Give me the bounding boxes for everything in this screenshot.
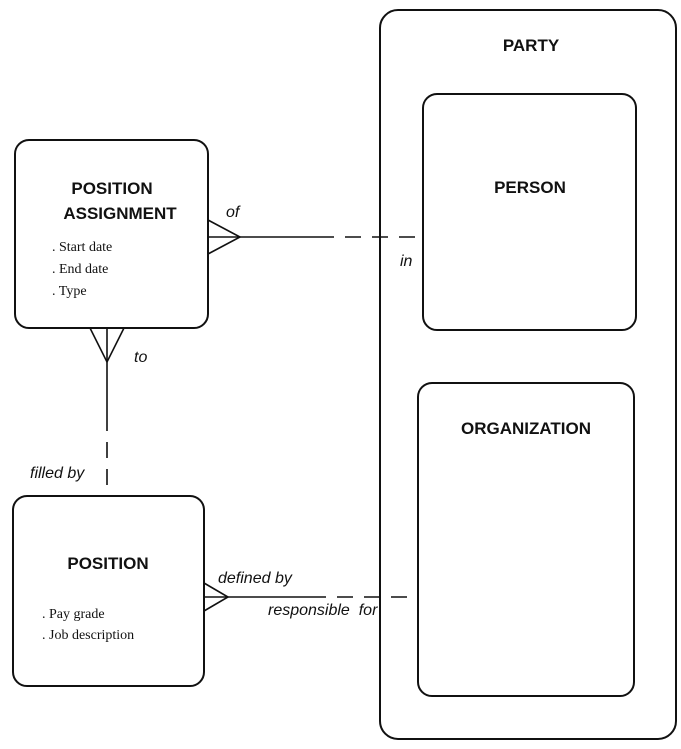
person-entity: PERSON (422, 93, 637, 331)
relationship-label-in: in (400, 253, 413, 270)
relationship-assignment-person: of in (207, 204, 423, 270)
relationship-label-of: of (226, 204, 241, 221)
relationship-label-to: to (134, 349, 147, 366)
relationship-label-filled-by: filled by (30, 465, 85, 482)
position-attribute: . Job description (42, 628, 134, 643)
position-assignment-title-line2: ASSIGNMENT (63, 204, 177, 223)
position-title: POSITION (67, 554, 148, 573)
position-attribute: . Pay grade (42, 607, 105, 622)
relationship-label-responsible-for: responsible for (268, 602, 378, 619)
person-title: PERSON (494, 178, 566, 197)
position-assignment-entity: POSITION ASSIGNMENT . Start date . End d… (14, 139, 209, 329)
position-box (12, 495, 205, 687)
relationship-label-defined-by: defined by (218, 570, 293, 587)
position-assignment-title-line1: POSITION (71, 179, 152, 198)
position-assignment-attribute: . End date (52, 262, 108, 277)
person-box (422, 93, 637, 331)
relationship-position-organization: defined by responsible for (203, 570, 418, 619)
position-assignment-attribute: . Type (52, 284, 87, 299)
position-entity: POSITION . Pay grade . Job description (12, 495, 205, 687)
relationship-assignment-position: to filled by (30, 327, 147, 496)
organization-entity: ORGANIZATION (417, 382, 635, 697)
position-assignment-box (14, 139, 209, 329)
organization-box (417, 382, 635, 697)
position-assignment-attribute: . Start date (52, 240, 112, 255)
organization-title: ORGANIZATION (461, 419, 591, 438)
party-title: PARTY (503, 36, 560, 55)
